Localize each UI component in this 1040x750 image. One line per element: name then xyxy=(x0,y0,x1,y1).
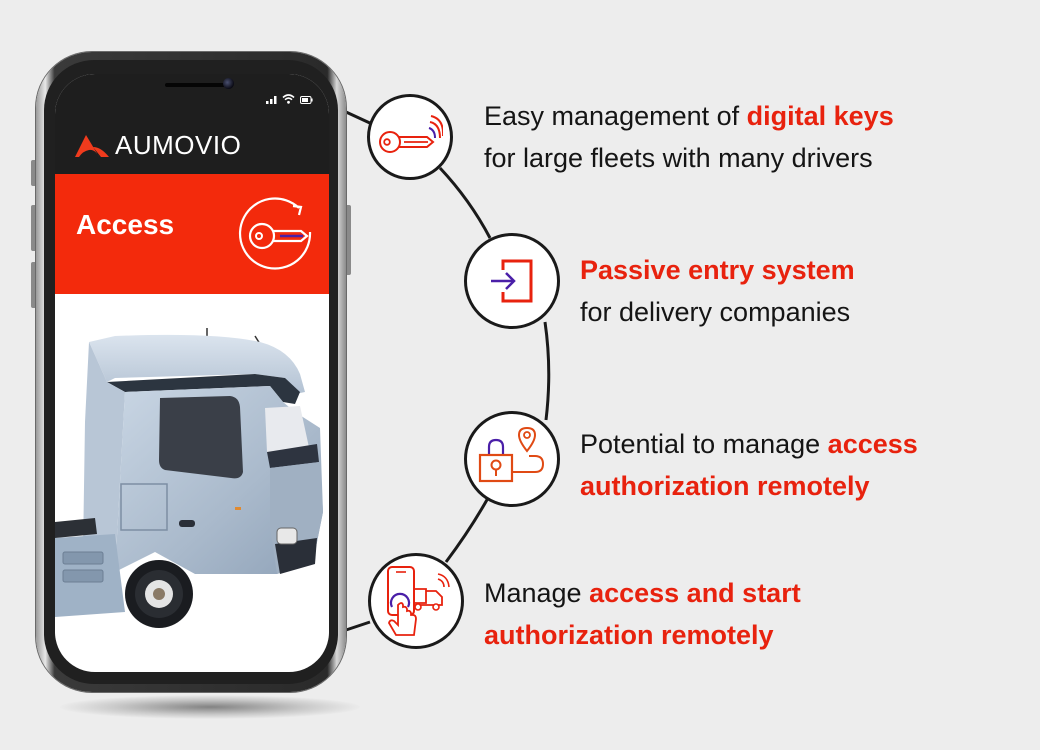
wifi-icon xyxy=(282,94,295,104)
phone-volume-down xyxy=(31,262,36,308)
feature-text-highlight: digital keys xyxy=(746,101,894,131)
brand-name: AUMOVIO xyxy=(115,130,242,160)
feature-text-passive-entry: Passive entry system for delivery compan… xyxy=(580,249,855,333)
feature-text-plain: for large fleets with many drivers xyxy=(484,143,873,173)
passive-entry-icon xyxy=(491,259,533,303)
status-bar xyxy=(266,94,313,104)
phone-mute-switch xyxy=(31,160,36,186)
front-camera xyxy=(223,78,234,89)
feature-text-highlight: authorization remotely xyxy=(580,471,870,501)
speaker-grille xyxy=(165,83,225,87)
banner-title: Access xyxy=(76,209,175,240)
phone-screen: AUMOVIO Access xyxy=(55,74,329,672)
feature-text-highlight: access and start xyxy=(589,578,801,608)
feature-text-highlight: access xyxy=(827,429,918,459)
phone-shadow xyxy=(60,695,360,719)
aumovio-logo-icon xyxy=(75,134,109,157)
feature-node-digital-keys xyxy=(367,94,453,180)
phone-volume-up xyxy=(31,205,36,251)
truck-cab-image xyxy=(55,328,323,628)
access-banner[interactable]: Access xyxy=(55,174,329,294)
app-logo: AUMOVIO xyxy=(75,130,241,161)
phone-power-button xyxy=(346,205,351,275)
feature-text-remote-access: Potential to manage access authorization… xyxy=(580,423,918,507)
app-top-bar: AUMOVIO xyxy=(55,74,329,174)
feature-text-plain: Easy management of xyxy=(484,101,747,131)
battery-icon xyxy=(300,96,313,104)
remote-lock-location-icon xyxy=(478,427,545,483)
feature-node-passive-entry xyxy=(464,233,560,329)
feature-text-digital-keys: Easy management of digital keys for larg… xyxy=(484,95,894,179)
feature-node-remote-access xyxy=(464,411,560,507)
feature-text-plain: Manage xyxy=(484,578,590,608)
feature-node-remote-start xyxy=(368,553,464,649)
phone-tap-truck-icon xyxy=(387,566,450,636)
feature-text-remote-start: Manage access and start authorization re… xyxy=(484,572,801,656)
feature-text-plain: for delivery companies xyxy=(580,297,851,327)
feature-text-highlight: authorization remotely xyxy=(484,620,774,650)
wireless-key-icon xyxy=(379,115,443,153)
feature-text-plain: Potential to manage xyxy=(580,429,828,459)
signal-icon xyxy=(266,96,277,104)
key-rotate-icon xyxy=(238,197,312,270)
feature-text-highlight: Passive entry system xyxy=(580,255,855,285)
